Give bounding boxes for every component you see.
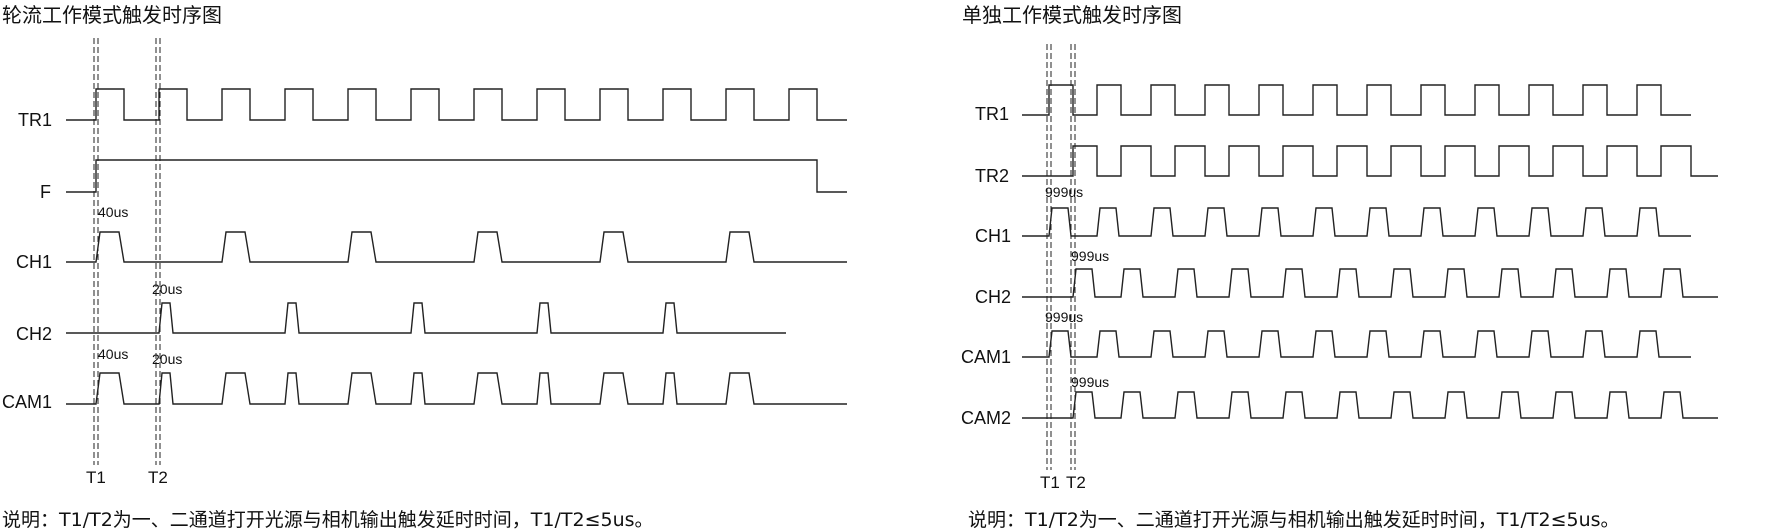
left-ch1-pulse-annotation: 40us (98, 204, 128, 220)
right-ch2-waveform (1022, 268, 1718, 298)
right-ch2-pulse-annotation: 999us (1071, 248, 1109, 264)
t1-label: T1 (1040, 473, 1060, 492)
right-diagram: 单独工作模式触发时序图 TR1 TR2 CH1 CH2 CAM1 CAM2 T1… (961, 3, 1718, 531)
right-cam1-pulse-annotation: 999us (1045, 309, 1083, 325)
t1-label: T1 (86, 468, 106, 487)
left-signal-label: CH1 (16, 252, 52, 272)
right-signal-label: TR1 (975, 104, 1009, 124)
right-title: 单独工作模式触发时序图 (962, 3, 1182, 27)
left-ch2-waveform (66, 302, 786, 334)
right-cam2-waveform (1022, 391, 1718, 419)
right-cam2-pulse-annotation: 999us (1071, 374, 1109, 390)
left-note: 说明：T1/T2为一、二通道打开光源与相机输出触发延时时间，T1/T2≤5us。 (2, 509, 654, 531)
left-signal-label: F (40, 182, 51, 202)
right-signal-label: CAM1 (961, 347, 1011, 367)
left-signal-label: CH2 (16, 324, 52, 344)
left-diagram: 轮流工作模式触发时序图 TR1 F CH1 CH2 CAM1 T1 T2 40u… (2, 3, 847, 531)
left-signal-label: TR1 (18, 110, 52, 130)
left-tr1-waveform (66, 88, 847, 121)
left-signal-label: CAM1 (2, 392, 52, 412)
left-title: 轮流工作模式触发时序图 (2, 3, 222, 27)
left-cam1-pulse-annotation: 20us (152, 351, 182, 367)
right-note: 说明：T1/T2为一、二通道打开光源与相机输出触发延时时间，T1/T2≤5us。 (968, 509, 1620, 531)
right-signal-label: TR2 (975, 166, 1009, 186)
right-signal-label: CH1 (975, 226, 1011, 246)
t2-label: T2 (148, 468, 168, 487)
right-tr1-waveform (1022, 84, 1691, 116)
left-cam1-waveform (66, 372, 847, 405)
right-cam1-waveform (1022, 330, 1691, 358)
t2-label: T2 (1066, 473, 1086, 492)
right-signal-label: CAM2 (961, 408, 1011, 428)
right-signal-label: CH2 (975, 287, 1011, 307)
left-cam1-pulse-annotation: 40us (98, 346, 128, 362)
right-tr2-waveform (1022, 145, 1718, 177)
right-ch1-waveform (1022, 207, 1691, 237)
right-ch1-pulse-annotation: 999us (1045, 184, 1083, 200)
left-ch1-waveform (66, 231, 847, 263)
left-ch2-pulse-annotation: 20us (152, 281, 182, 297)
left-f-waveform (66, 159, 847, 193)
